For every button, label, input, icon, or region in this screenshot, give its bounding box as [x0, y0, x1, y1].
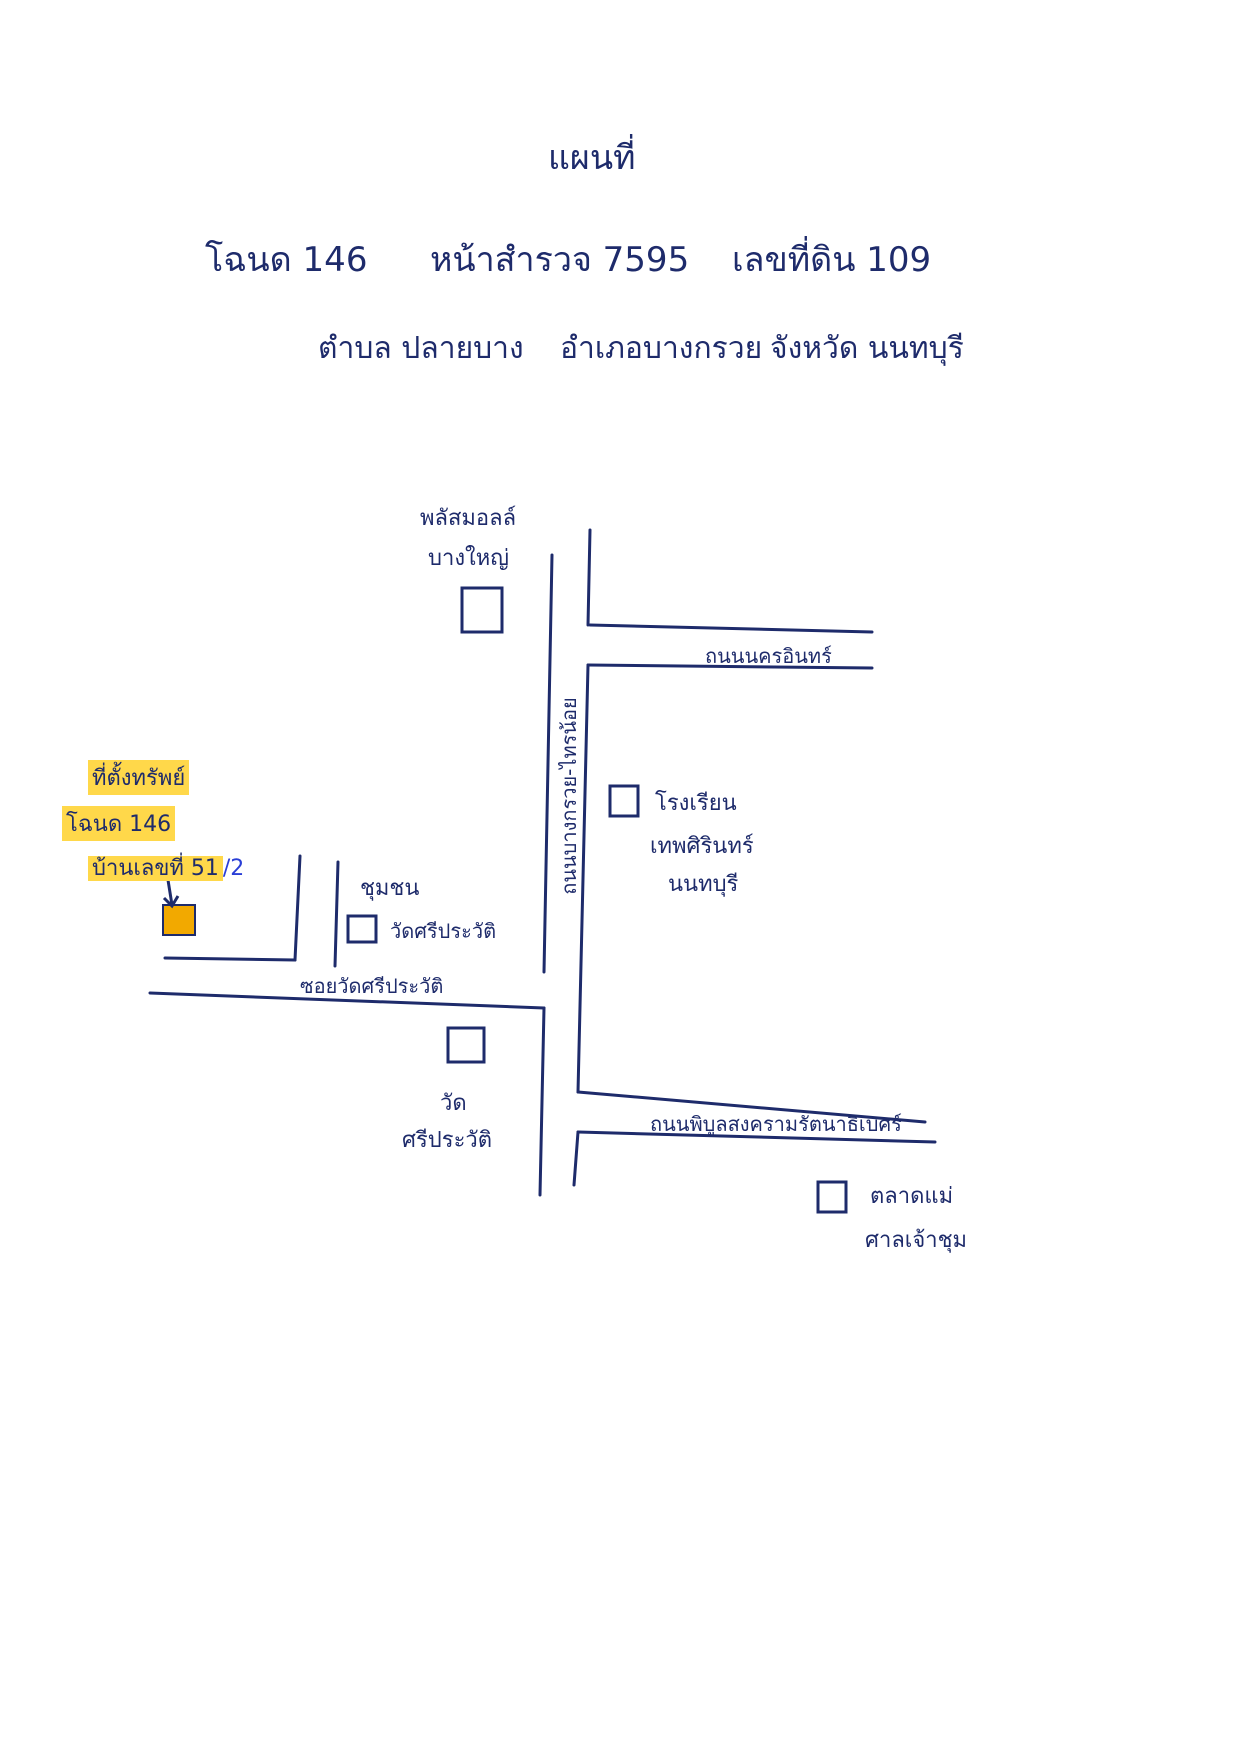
- school-label-3: นนทบุรี: [668, 872, 739, 897]
- survey-page: หน้าสำรวจ 7595: [430, 240, 690, 280]
- temple-label-2: ศรีประวัติ: [402, 1128, 493, 1153]
- community-label: ชุมชน: [360, 876, 420, 901]
- map-title: แผนที่: [548, 138, 636, 178]
- upper-right-road-bottom: [586, 663, 874, 670]
- main-road-left-edge: [542, 553, 554, 974]
- temple-box: [446, 1026, 486, 1064]
- school-box: [608, 784, 640, 818]
- property-marker: [162, 904, 196, 936]
- main-road-right-edge-lower: [576, 663, 590, 1094]
- temple-label-1: วัด: [440, 1091, 467, 1116]
- district: อำเภอบางกรวย: [560, 331, 763, 366]
- property-label-3: บ้านเลขที่ 51/2: [88, 850, 244, 885]
- alley-right: [333, 860, 340, 968]
- soi-road-top: [163, 956, 297, 962]
- main-road-right-edge-upper: [586, 528, 592, 627]
- land-number: เลขที่ดิน 109: [732, 240, 932, 280]
- subdistrict: ตำบล ปลายบาง: [318, 331, 524, 366]
- property-suffix: /2: [222, 856, 245, 881]
- property-arrow: [162, 879, 180, 909]
- lower-right-road-bottom: [576, 1130, 937, 1144]
- property-label-2: โฉนด 146: [62, 806, 176, 841]
- market-label-1: ตลาดแม่: [870, 1184, 954, 1209]
- market-label-2: ศาลเจ้าชุม: [865, 1228, 967, 1253]
- property-house-number: บ้านเลขที่ 51: [88, 856, 223, 881]
- market-box: [816, 1180, 848, 1214]
- deed-number: โฉนด 146: [205, 240, 368, 280]
- upper-right-road-top: [588, 623, 874, 634]
- province: จังหวัด นนทบุรี: [770, 331, 964, 366]
- alley-left: [293, 854, 302, 962]
- plaza-label-2: บางใหญ่: [428, 546, 510, 571]
- plaza-label-1: พลัสมอลล์: [420, 506, 517, 531]
- lower-right-road-label: ถนนพิบูลสงครามรัตนาธิเบศร์: [650, 1112, 902, 1136]
- plaza-box: [460, 586, 504, 634]
- main-road-left-lower: [538, 1006, 546, 1197]
- lower-right-road-top: [576, 1090, 927, 1124]
- soi-road-bottom: [148, 991, 546, 1010]
- soi-road-label: ซอยวัดศรีประวัติ: [300, 974, 444, 998]
- school-label-1: โรงเรียน: [655, 791, 737, 816]
- property-label-1: ที่ตั้งทรัพย์: [88, 760, 190, 795]
- main-road-label: ถนนบางกรวย-ไทรน้อย: [556, 697, 581, 895]
- school-label-2: เทพศิรินทร์: [650, 834, 754, 859]
- lower-right-road-left-end: [572, 1130, 580, 1187]
- community-box: [346, 914, 378, 944]
- upper-right-road-label: ถนนนครอินทร์: [705, 644, 832, 668]
- community-sub-label: วัดศรีประวัติ: [390, 919, 497, 943]
